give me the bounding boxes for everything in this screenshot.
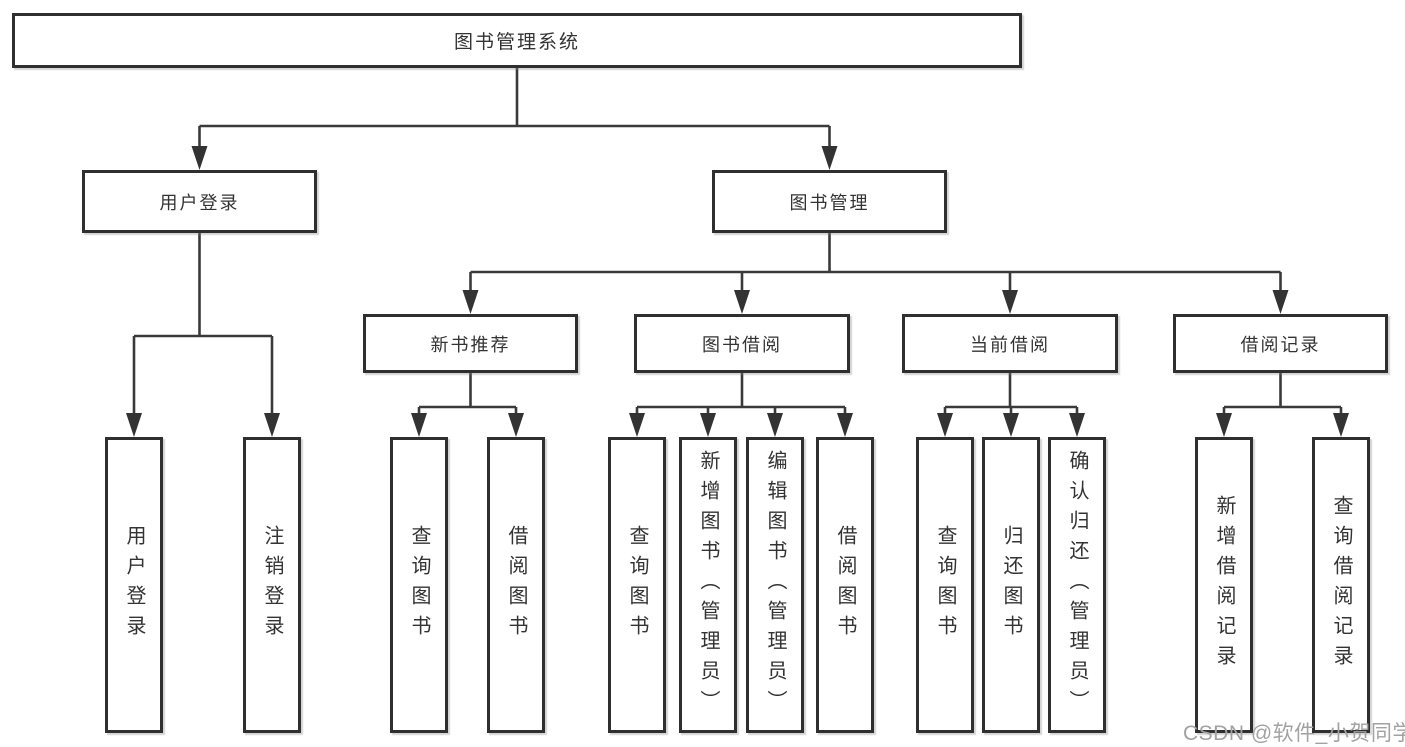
leaf-cb-return-books: 归还图书: [982, 437, 1040, 733]
leaf-nbr-borrow-books: 借阅图书: [487, 437, 545, 733]
leaf-bb-borrow-books-label: 借阅图书: [834, 525, 856, 645]
leaf-bb-edit-books-admin-label: 编辑图书（管理员）: [764, 450, 786, 720]
leaf-bb-query-books: 查询图书: [608, 437, 666, 733]
leaf-logout-label: 注销登录: [261, 525, 283, 645]
leaf-bb-add-books-admin-label: 新增图书（管理员）: [697, 450, 719, 720]
node-current-borrow: 当前借阅: [902, 314, 1118, 373]
leaf-nbr-query-books: 查询图书: [390, 437, 448, 733]
node-book-borrow-label: 图书借阅: [702, 334, 782, 355]
leaf-bb-borrow-books: 借阅图书: [816, 437, 874, 733]
leaf-bb-query-books-label: 查询图书: [626, 525, 648, 645]
leaf-bb-add-books-admin: 新增图书（管理员）: [679, 437, 737, 733]
leaf-cb-confirm-return-admin: 确认归还（管理员）: [1048, 437, 1106, 733]
csdn-watermark: CSDN @软件_小贺同学: [1183, 722, 1405, 745]
leaf-user-login: 用户登录: [105, 437, 163, 733]
node-book-management-label: 图书管理: [789, 192, 870, 213]
node-book-management: 图书管理: [712, 170, 947, 233]
leaf-cb-query-books: 查询图书: [916, 437, 974, 733]
leaf-nbr-query-books-label: 查询图书: [408, 525, 430, 645]
leaf-br-query-record-label: 查询借阅记录: [1330, 495, 1352, 675]
node-new-book-recommend-label: 新书推荐: [430, 334, 511, 355]
node-borrow-records: 借阅记录: [1173, 314, 1388, 373]
node-new-book-recommend: 新书推荐: [363, 314, 578, 373]
node-root-label: 图书管理系统: [453, 32, 580, 53]
leaf-br-query-record: 查询借阅记录: [1312, 437, 1370, 733]
leaf-br-add-record-label: 新增借阅记录: [1213, 495, 1235, 675]
leaf-cb-return-books-label: 归还图书: [1000, 525, 1022, 645]
leaf-bb-edit-books-admin: 编辑图书（管理员）: [746, 437, 804, 733]
node-user-login-label: 用户登录: [159, 192, 240, 213]
node-borrow-records-label: 借阅记录: [1240, 334, 1321, 355]
leaf-user-login-label: 用户登录: [123, 525, 145, 645]
node-current-borrow-label: 当前借阅: [970, 334, 1050, 355]
leaf-nbr-borrow-books-label: 借阅图书: [505, 525, 527, 645]
leaf-logout: 注销登录: [243, 437, 301, 733]
leaf-cb-confirm-return-admin-label: 确认归还（管理员）: [1066, 450, 1088, 720]
leaf-cb-query-books-label: 查询图书: [934, 525, 956, 645]
leaf-br-add-record: 新增借阅记录: [1195, 437, 1253, 733]
node-root: 图书管理系统: [12, 13, 1022, 68]
node-user-login: 用户登录: [82, 170, 317, 233]
node-book-borrow: 图书借阅: [634, 314, 850, 373]
